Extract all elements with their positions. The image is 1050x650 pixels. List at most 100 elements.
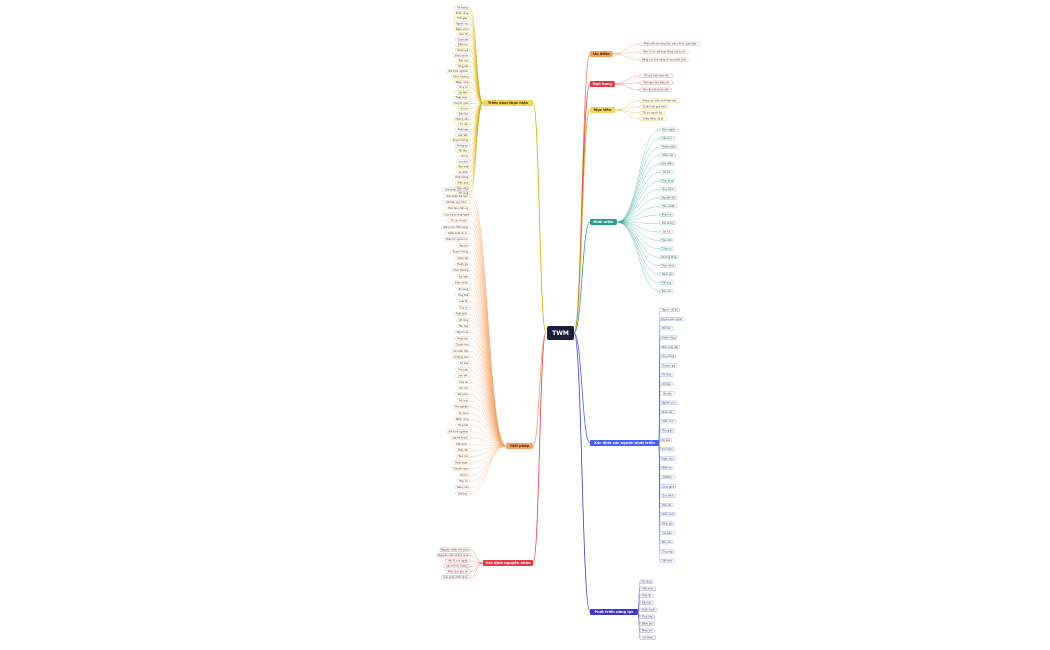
leaf-node[interactable]: Phương pháp	[659, 255, 679, 260]
leaf-node[interactable]: Sáng tạo	[455, 392, 471, 397]
leaf-node[interactable]: Truyền thông	[450, 249, 471, 254]
leaf-node[interactable]: Dữ liệu	[659, 382, 674, 386]
leaf-node[interactable]: Dự báo	[659, 438, 672, 442]
leaf-node[interactable]: Bảo mật	[456, 164, 471, 169]
leaf-node[interactable]: Nguyên nhân chủ quan	[439, 547, 471, 552]
leaf-node[interactable]: Hướng dẫn	[454, 117, 471, 121]
leaf-node[interactable]: Đánh giá	[639, 621, 655, 626]
leaf-node[interactable]: Thành phần	[659, 144, 678, 149]
leaf-node[interactable]: Hiểu rõ cơ chế hoạt động của dự án	[639, 49, 689, 54]
leaf-node[interactable]: Chuyên gia	[659, 363, 678, 368]
leaf-node[interactable]: Kiểm soát rủi ro	[445, 231, 471, 235]
leaf-node[interactable]: Kiểm soát	[659, 512, 676, 517]
leaf-node[interactable]: Tự động hóa	[451, 355, 471, 359]
leaf-node[interactable]: Thống kê	[659, 428, 675, 433]
leaf-node[interactable]: Cải thiện	[639, 635, 656, 640]
leaf-node[interactable]: Hiệu quả	[455, 180, 471, 185]
leaf-node[interactable]: Hỗ trợ	[458, 473, 471, 477]
leaf-node[interactable]: Tài liệu	[659, 391, 675, 396]
leaf-node[interactable]: Đánh giá	[455, 262, 471, 266]
leaf-node[interactable]: Tài liệu	[455, 148, 471, 153]
leaf-node[interactable]: Giải pháp khắc phục	[441, 575, 471, 580]
leaf-node[interactable]: Chi phí triển khai lớn	[639, 73, 673, 78]
leaf-node[interactable]: Số hóa	[458, 361, 471, 366]
leaf-node[interactable]: Theo dõi	[455, 448, 471, 452]
leaf-node[interactable]: Chuẩn hóa	[454, 342, 471, 347]
leaf-node[interactable]: Đặc điểm	[659, 161, 675, 166]
leaf-node[interactable]: Chuẩn hóa quy trình	[639, 104, 669, 109]
leaf-node[interactable]: Kết thúc	[455, 491, 471, 496]
leaf-node[interactable]: Đánh giá	[455, 48, 471, 52]
leaf-node[interactable]: Phân loại	[659, 153, 676, 158]
leaf-node[interactable]: Mở rộng	[456, 318, 471, 322]
leaf-node[interactable]: Kế hoạch	[455, 5, 471, 10]
leaf-node[interactable]: Nâng cao hiệu suất làm việc	[639, 98, 680, 103]
branch-node-b7[interactable]: Xác định nguyên nhân	[483, 560, 533, 566]
leaf-node[interactable]: Truyền thông	[450, 138, 471, 143]
leaf-node[interactable]: Tổng hợp	[659, 549, 675, 554]
leaf-node[interactable]: Liên kết	[455, 373, 471, 378]
leaf-node[interactable]: Hoàn thiện	[452, 460, 471, 465]
leaf-node[interactable]: Loại bỏ	[456, 299, 471, 304]
leaf-node[interactable]: Đánh giá	[659, 272, 675, 277]
leaf-node[interactable]: Tối ưu chi phí	[447, 218, 471, 223]
leaf-node[interactable]: Tập trung	[454, 330, 471, 335]
leaf-node[interactable]: Kỹ năng	[639, 579, 654, 584]
branch-node-b1[interactable]: Ưu điểm	[590, 51, 613, 57]
leaf-node[interactable]: Thu hẹp	[456, 324, 471, 328]
leaf-node[interactable]: Phát triển kỹ năng làm việc nhóm, giao t…	[639, 41, 701, 46]
leaf-node[interactable]: Cải tiến	[455, 90, 471, 95]
leaf-node[interactable]: Thông tin	[454, 143, 471, 148]
leaf-node[interactable]: An toàn	[456, 170, 471, 174]
leaf-node[interactable]: Áp dụng	[456, 411, 471, 415]
leaf-node[interactable]: Công cụ	[659, 246, 674, 251]
root-node[interactable]: TWM	[547, 326, 574, 340]
leaf-node[interactable]: Nghiên cứu	[659, 400, 678, 405]
leaf-node[interactable]: Hạn chế	[659, 238, 674, 243]
leaf-node[interactable]: Nguồn bên ngoài	[659, 317, 684, 321]
leaf-node[interactable]: Ngân sách	[659, 456, 676, 461]
leaf-node[interactable]: Vai trò	[659, 170, 674, 175]
leaf-node[interactable]: Thực tập	[639, 614, 655, 619]
leaf-node[interactable]: Chuyển giao	[451, 101, 471, 105]
leaf-node[interactable]: Tư vấn	[458, 122, 471, 127]
leaf-node[interactable]: Nguyên tắc	[659, 195, 678, 200]
leaf-node[interactable]: Kiểm tra	[455, 42, 471, 47]
leaf-node[interactable]: Thực hành	[659, 263, 676, 268]
leaf-node[interactable]: Thay thế	[455, 293, 471, 297]
leaf-node[interactable]: Khách hàng	[659, 335, 678, 340]
branch-node-b5[interactable]: Xác định các nguồn phát triển	[590, 440, 659, 446]
leaf-node[interactable]: Mở rộng	[456, 191, 471, 196]
branch-node-b9[interactable]: Triển khai thực hiện	[483, 100, 533, 106]
leaf-node[interactable]: Tiến độ	[659, 503, 674, 507]
leaf-node[interactable]: Ngân sách	[454, 27, 471, 31]
leaf-node[interactable]: Yêu cầu kiến thức nền	[639, 87, 672, 92]
leaf-node[interactable]: Quy trình	[659, 493, 676, 498]
leaf-node[interactable]: Kế hoạch	[659, 447, 675, 452]
leaf-node[interactable]: Lợi ích	[659, 229, 674, 234]
leaf-node[interactable]: Triển khai	[452, 442, 471, 446]
leaf-node[interactable]: Kỷ luật	[456, 274, 471, 279]
leaf-node[interactable]: Liên kết	[455, 133, 471, 137]
leaf-node[interactable]: Cộng đồng	[659, 354, 676, 359]
leaf-node[interactable]: Học hỏi	[456, 386, 471, 390]
leaf-node[interactable]: Khen thưởng	[451, 268, 471, 273]
leaf-node[interactable]: Tổng kết	[455, 423, 471, 428]
leaf-node[interactable]: Giám sát	[455, 37, 471, 42]
leaf-node[interactable]: Duy trì	[456, 85, 471, 90]
leaf-node[interactable]: Giảm thiểu rủi ro	[639, 116, 667, 121]
leaf-node[interactable]: Cá nhân hóa	[451, 349, 471, 353]
branch-node-b3[interactable]: Mục tiêu	[590, 107, 615, 113]
leaf-node[interactable]: Hỗ trợ	[458, 106, 471, 111]
leaf-node[interactable]: Đào tạo	[639, 600, 654, 605]
leaf-node[interactable]: Thời gian tìm hiểu dài	[639, 80, 673, 85]
leaf-node[interactable]: Rút kinh nghiệm	[446, 429, 471, 434]
leaf-node[interactable]: Bổ sung	[456, 287, 471, 291]
leaf-node[interactable]: Ứng dụng	[659, 178, 675, 183]
leaf-node[interactable]: Phạm vi	[659, 212, 674, 217]
leaf-node[interactable]: Khen thưởng	[451, 74, 471, 79]
leaf-node[interactable]: Tiêu chuẩn	[659, 204, 678, 209]
leaf-node[interactable]: Nâng cấp	[455, 485, 471, 490]
leaf-node[interactable]: Rút kinh nghiệm	[446, 69, 471, 74]
branch-node-b6[interactable]: Phát triển năng lực	[590, 609, 638, 615]
